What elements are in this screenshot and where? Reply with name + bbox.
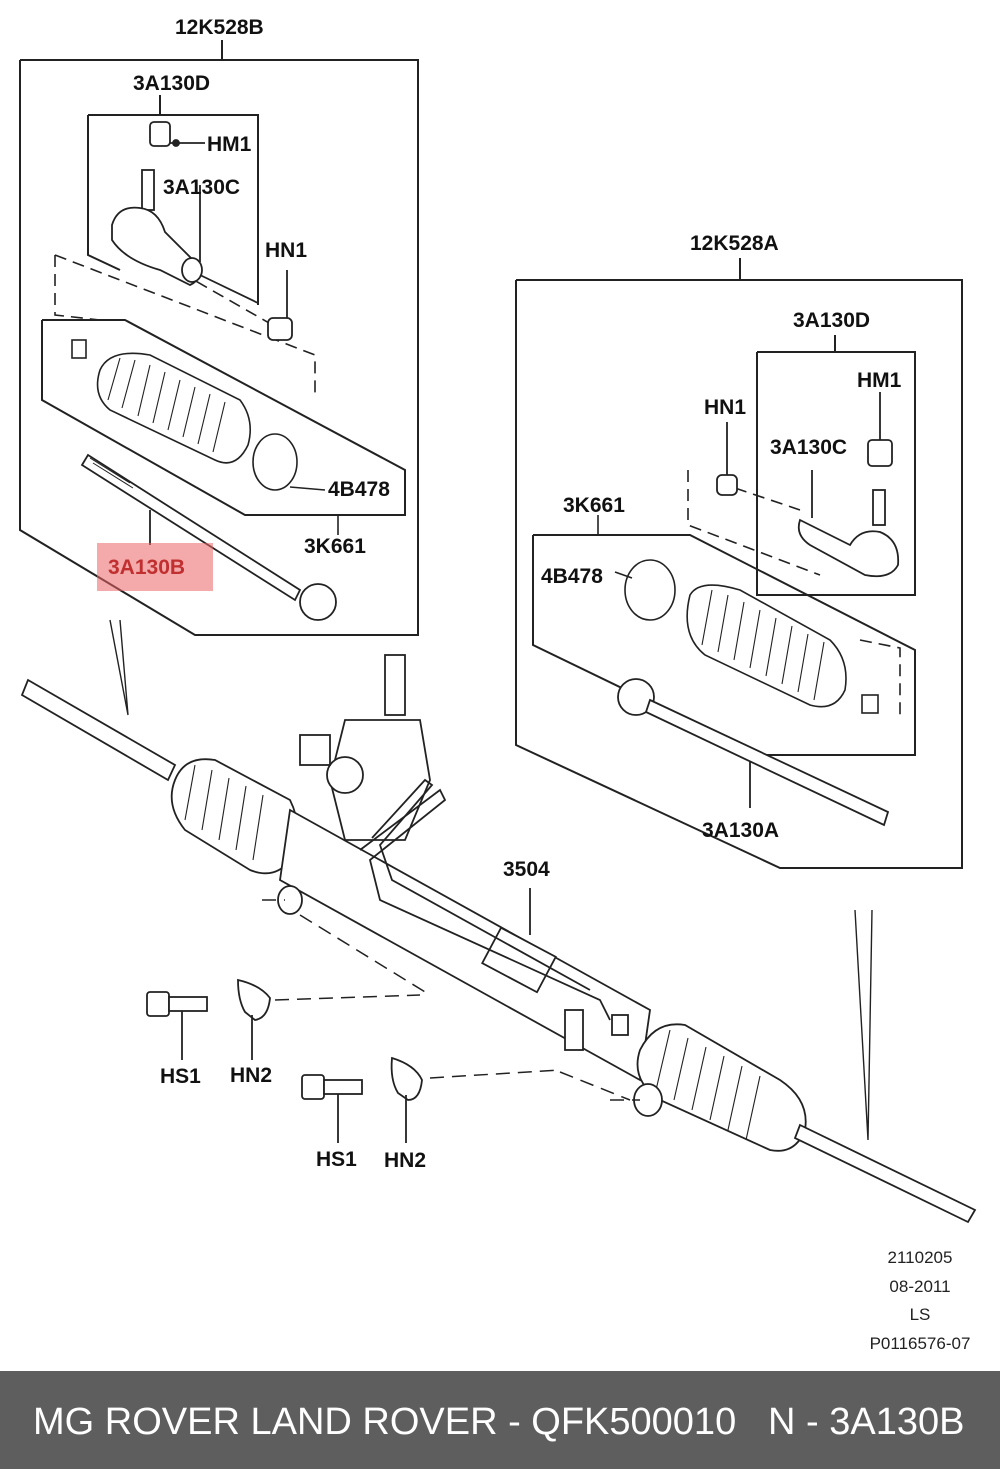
label-hn1-right: HN1 <box>704 396 747 419</box>
pointer-lines <box>109 619 873 1141</box>
label-3k661-left: 3K661 <box>304 535 366 558</box>
highlight-box <box>97 543 213 591</box>
footer-bar: MG ROVER LAND ROVER - QFK500010 N - 3A13… <box>0 1371 1000 1469</box>
label-4b478-right: 4B478 <box>541 565 603 588</box>
label-hn2-b: HN2 <box>384 1149 427 1172</box>
mount-bolts <box>146 978 423 1143</box>
label-3a130c-left: 3A130C <box>163 176 241 199</box>
left-locknut <box>267 270 293 341</box>
label-hm1-left: HM1 <box>207 133 252 156</box>
label-3a130c-right: 3A130C <box>770 436 848 459</box>
label-3a130d-left: 3A130D <box>133 72 211 95</box>
meta-initials: LS <box>909 1305 931 1324</box>
right-assembly-box <box>515 258 963 869</box>
label-hs1-b: HS1 <box>316 1148 357 1171</box>
right-boot <box>597 515 879 714</box>
label-hs1-a: HS1 <box>160 1065 201 1088</box>
label-3a130d-right: 3A130D <box>793 309 871 332</box>
label-4b478-left: 4B478 <box>328 478 390 501</box>
footer-oem-number: N - 3A130B <box>768 1401 965 1443</box>
meta-code: 2110205 <box>887 1248 953 1267</box>
right-tie-rod-end <box>716 392 900 578</box>
footer-brand-part: MG ROVER LAND ROVER - QFK500010 <box>33 1401 737 1443</box>
left-inner-rod <box>80 453 337 621</box>
label-12k528b: 12K528B <box>175 16 264 39</box>
steering-rack-diagram <box>19 40 977 1224</box>
label-3a130a: 3A130A <box>702 819 780 842</box>
label-3a130b: 3A130B <box>108 556 186 579</box>
steering-rack <box>20 654 977 1224</box>
label-hn1-left: HN1 <box>265 239 308 262</box>
label-3504: 3504 <box>503 858 550 881</box>
left-boot <box>71 339 339 535</box>
label-hn2-a: HN2 <box>230 1064 273 1087</box>
meta-date: 08-2011 <box>889 1277 951 1296</box>
right-inner-rod <box>617 678 890 827</box>
label-hm1-right: HM1 <box>857 369 902 392</box>
left-tie-rod-end <box>111 121 259 304</box>
label-12k528a: 12K528A <box>690 232 779 255</box>
label-3k661-right: 3K661 <box>563 494 625 517</box>
meta-ref: P0116576-07 <box>869 1334 971 1353</box>
left-assembly-box <box>19 40 419 636</box>
